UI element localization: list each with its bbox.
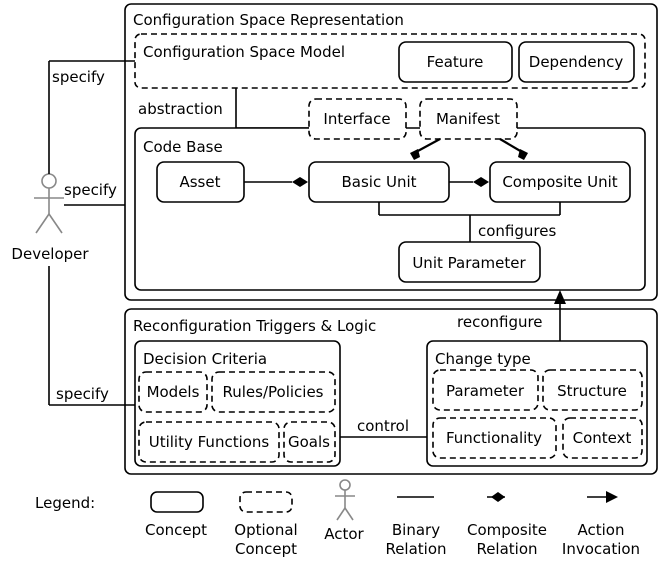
legend-composite-label-2: Relation [476,540,537,558]
parameter-label: Parameter [446,382,525,400]
config-space-model-panel: Configuration Space Model [134,33,646,89]
reconfigure-arrowhead [554,290,566,304]
manifest-basic-unit-line [415,138,441,153]
legend-actor-shape [335,479,355,521]
specify-top-label: specify [52,68,105,86]
utility-functions-label: Utility Functions [149,433,270,451]
rules-policies-label: Rules/Policies [222,383,323,401]
legend-concept-label: Concept [145,521,207,539]
legend-action-label-1: Action [578,521,625,539]
legend-composite-diamond [491,492,505,502]
structure-concept: Structure [542,369,643,411]
feature-concept: Feature [398,41,513,83]
asset-concept: Asset [156,161,245,203]
configures-label: configures [478,222,556,240]
models-concept: Models [138,371,208,413]
goals-label: Goals [288,433,330,451]
legend-optional-concept-label-2: Concept [235,540,297,558]
interface-concept: Interface [308,98,407,140]
legend-concept-shape [150,491,204,513]
developer-label: Developer [11,245,89,263]
basic-unit-concept: Basic Unit [308,161,450,203]
composite-unit-concept: Composite Unit [489,161,631,203]
developer-actor [34,173,64,234]
specify-bottom-label: specify [56,385,109,403]
utility-functions-concept: Utility Functions [138,421,280,463]
manifest-composite-unit-line [499,138,523,153]
code-base-title: Code Base [143,138,223,156]
asset-label: Asset [179,173,220,191]
config-space-representation-title: Configuration Space Representation [133,11,404,29]
context-label: Context [573,429,632,447]
abstraction-label: abstraction [138,100,223,118]
manifest-basic-diamond [410,149,420,160]
unit-parameter-concept: Unit Parameter [398,241,541,283]
change-type-title: Change type [435,350,531,368]
reconfigure-label: reconfigure [457,313,543,331]
basic-unit-label: Basic Unit [341,173,416,191]
models-label: Models [147,383,200,401]
legend-actor-label: Actor [324,525,364,543]
functionality-label: Functionality [446,429,542,447]
feature-label: Feature [427,53,484,71]
dependency-concept: Dependency [518,41,635,83]
config-space-model-title: Configuration Space Model [143,43,345,61]
parameter-concept: Parameter [432,369,539,411]
interface-label: Interface [323,110,390,128]
manifest-composite-diamond [518,149,528,160]
structure-label: Structure [557,382,627,400]
dependency-label: Dependency [529,53,624,71]
decision-criteria-title: Decision Criteria [143,350,267,368]
context-concept: Context [562,417,643,459]
asset-composite-diamond [292,177,308,187]
composite-unit-label: Composite Unit [502,173,617,191]
legend: Legend: Concept Optional Concept Actor B… [35,479,640,558]
legend-optional-concept-shape [239,491,293,513]
legend-binary-label-1: Binary [392,521,440,539]
code-base-panel: Code Base [134,127,646,291]
functionality-concept: Functionality [432,417,557,459]
unit-parameter-label: Unit Parameter [412,254,526,272]
legend-action-arrowhead [606,491,618,503]
legend-optional-concept-label-1: Optional [234,521,297,539]
legend-composite-label-1: Composite [467,521,547,539]
legend-title: Legend: [35,494,95,512]
manifest-concept: Manifest [419,98,518,140]
reconfiguration-title: Reconfiguration Triggers & Logic [133,317,376,335]
legend-binary-label-2: Relation [385,540,446,558]
legend-action-label-2: Invocation [562,540,640,558]
specify-mid-label: specify [64,181,117,199]
manifest-label: Manifest [436,110,500,128]
basic-composite-diamond [473,177,489,187]
goals-concept: Goals [283,421,336,463]
control-label: control [357,417,409,435]
rules-policies-concept: Rules/Policies [211,371,336,413]
